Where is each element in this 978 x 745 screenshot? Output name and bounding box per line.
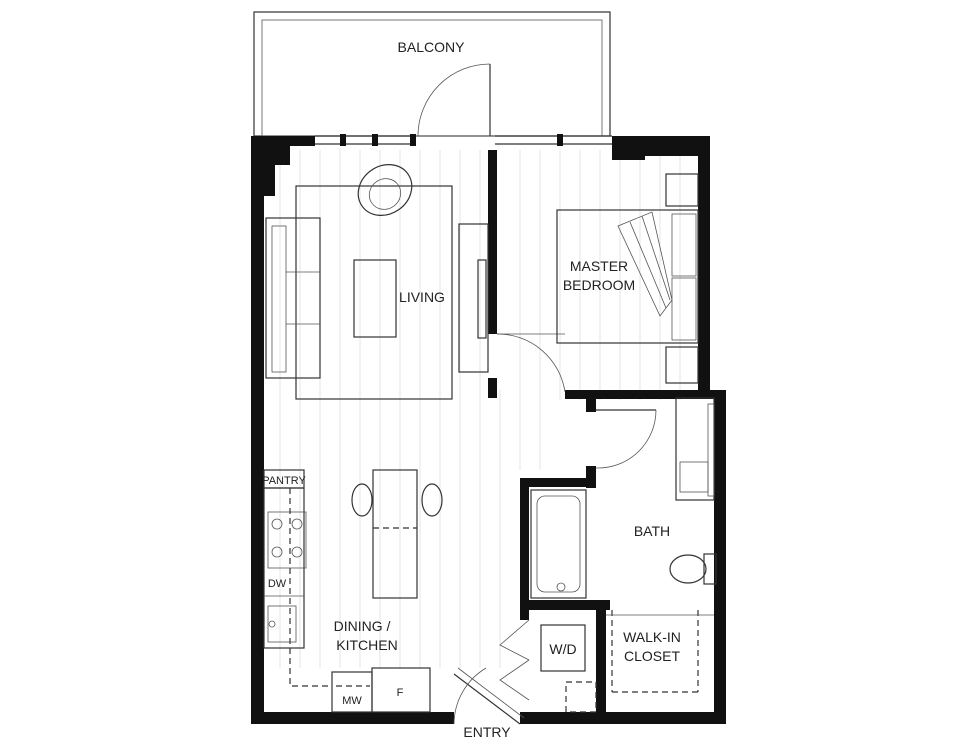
dining-label-line1: DINING / [334, 618, 391, 634]
bed [556, 209, 699, 344]
washer-dryer [540, 624, 586, 672]
living-room [265, 164, 489, 400]
laundry-doors [499, 619, 530, 701]
balcony [253, 11, 611, 137]
entry-label: ENTRY [463, 724, 511, 740]
armchair [357, 164, 413, 216]
walls [251, 136, 726, 724]
bathtub [530, 489, 587, 599]
chair [351, 483, 373, 517]
dining-table [372, 469, 418, 599]
living-label: LIVING [399, 289, 445, 305]
toilet [669, 554, 707, 584]
cooktop [267, 511, 307, 569]
toilet-tank [703, 553, 717, 585]
laundry [540, 624, 597, 713]
nightstand [665, 173, 699, 207]
bathroom [530, 397, 717, 599]
area-rug [295, 185, 453, 400]
dining-label-line2: KITCHEN [336, 637, 397, 653]
bedroom-door [496, 333, 566, 393]
media-console [458, 223, 489, 373]
pantry-label: PANTRY [262, 475, 306, 487]
balcony-label: BALCONY [398, 39, 466, 55]
balcony-door [417, 63, 491, 137]
bath-label: BATH [634, 523, 670, 539]
tv [477, 259, 487, 339]
chair [421, 483, 443, 517]
coffee-table [353, 259, 397, 338]
pillow [671, 213, 697, 277]
master-bedroom [556, 173, 699, 384]
walk-in-closet [606, 610, 714, 693]
sofa [265, 217, 321, 379]
pillow [671, 277, 697, 341]
bath-door [595, 409, 657, 469]
sink [679, 461, 709, 493]
fridge [371, 667, 431, 713]
entry-door [453, 667, 525, 725]
wd-label: W/D [549, 641, 576, 657]
dw-label: DW [268, 578, 287, 590]
nightstand [665, 346, 699, 384]
bed-sheet-fold [617, 211, 673, 317]
windows [315, 134, 612, 146]
walkin-label-line2: CLOSET [624, 648, 680, 664]
walkin-label-line1: WALK-IN [623, 629, 681, 645]
bedroom-label-line2: BEDROOM [563, 277, 635, 293]
kitchen-sink [267, 605, 297, 643]
floor-texture [279, 150, 681, 668]
kitchen [263, 469, 443, 713]
mw-label: MW [342, 695, 362, 707]
fridge-label: F [397, 687, 404, 699]
bedroom-label-line1: MASTER [570, 258, 628, 274]
